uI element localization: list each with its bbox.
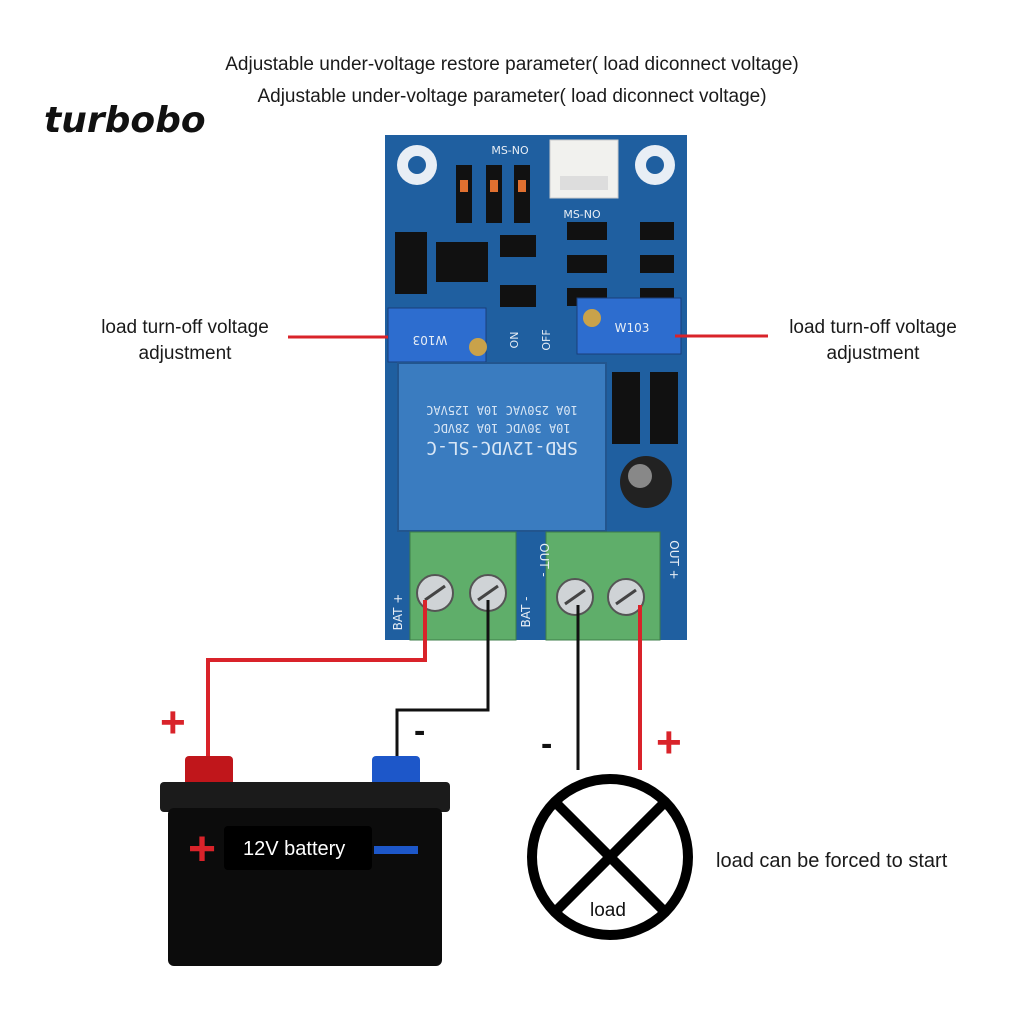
load-forced-note: load can be forced to start	[716, 850, 948, 872]
ms-no-side: MS-NO	[563, 208, 601, 221]
wire-plus-right: +	[656, 718, 682, 767]
header-undervoltage-param: Adjustable under-voltage parameter( load…	[257, 86, 767, 107]
ms-no-top: MS-NO	[491, 144, 529, 157]
callout-right-line1: load turn-off voltage	[789, 317, 957, 338]
relay-spec-2: 10A 30VDC 10A 28VDC	[433, 421, 570, 435]
callout-right-line2: adjustment	[826, 343, 920, 364]
wire-battery-minus	[395, 600, 490, 760]
callout-left-line2: adjustment	[138, 343, 232, 364]
battery-minus-mark	[374, 846, 418, 854]
callout-right: load turn-off voltage adjustment	[768, 315, 978, 367]
off-label: OFF	[540, 329, 553, 350]
potentiometer-right	[576, 297, 682, 355]
terminal-block-bat	[409, 531, 517, 641]
mounting-hole-left	[397, 145, 437, 185]
battery	[160, 756, 450, 966]
wire-minus-right: -	[541, 725, 553, 763]
diode-2	[650, 372, 678, 444]
smd-components	[395, 165, 674, 307]
load-lamp-symbol	[527, 774, 693, 940]
diode-1	[612, 372, 640, 444]
wire-minus-left: -	[414, 712, 426, 750]
callout-left: load turn-off voltage adjustment	[80, 315, 290, 367]
out-minus-label: OUT -	[537, 543, 551, 577]
potentiometer-left	[387, 307, 487, 363]
callout-left-line1: load turn-off voltage	[101, 317, 269, 338]
header-restore-param: Adjustable under-voltage restore paramet…	[225, 54, 799, 75]
relay-model-text: SRD-12VDC-SL-C	[426, 437, 578, 458]
battery-minus-terminal	[372, 756, 420, 790]
mounting-hole-right	[635, 145, 675, 185]
battery-label: 12V battery	[243, 838, 346, 860]
wire-plus-left: +	[160, 698, 186, 747]
bat-minus-label: BAT -	[519, 597, 533, 628]
on-label: ON	[508, 332, 521, 349]
pot-label-left: W103	[413, 333, 448, 347]
relay-spec-1: 10A 250VAC 10A 125VAC	[426, 403, 578, 417]
pot-label-right: W103	[615, 321, 650, 335]
battery-plus-terminal	[185, 756, 233, 790]
terminal-block-out	[545, 531, 661, 641]
relay	[397, 362, 607, 532]
out-plus-label: OUT +	[667, 540, 681, 579]
load-label: load	[590, 900, 626, 921]
battery-plus-sign: +	[188, 823, 217, 876]
wire-battery-plus	[206, 600, 427, 760]
bat-plus-label: BAT +	[391, 594, 405, 631]
brand-logo: turbobo	[44, 100, 206, 141]
